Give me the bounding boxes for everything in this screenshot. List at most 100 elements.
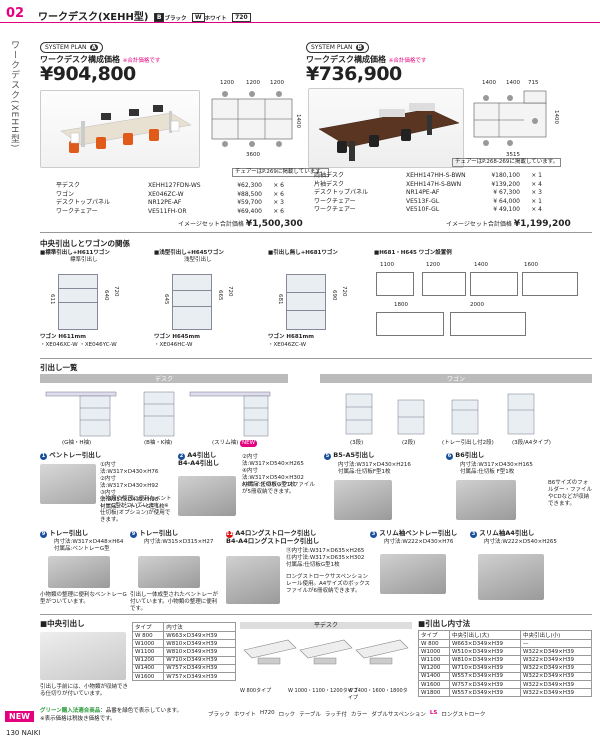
plan-a-heading: ワークデスク構成価格 ※合計価格です: [40, 55, 161, 64]
plan-a-chair-note: チェアーはP.269に掲載しています。: [232, 168, 329, 177]
plan-b-floor-plan: 1400 1400 715 1400 3515: [470, 80, 570, 162]
page-title-text: ワークデスク(XEHH型): [38, 12, 149, 23]
legend-item: ブラック: [208, 712, 231, 718]
plan-a-price: ¥904,800: [40, 63, 136, 85]
header-rule: [0, 22, 600, 23]
plan-b-chair-note: チェアーはP.268-269に掲載しています。: [452, 158, 562, 167]
type-label: (2段): [402, 440, 416, 446]
type-label: (スリム袖): [212, 440, 239, 446]
desk-band: デスク: [40, 374, 288, 383]
plan-b-heading: ワークデスク構成価格 ※合計価格です: [306, 55, 427, 64]
legend-item: ダブルサスペンション: [371, 712, 426, 718]
inner-dim-title: ■引出し内寸法: [418, 619, 471, 628]
drawers-title: 引出し一覧: [40, 363, 78, 372]
tag-black: B: [153, 12, 165, 22]
page-number: 02: [6, 6, 25, 21]
center-drawer-caption: 引出し手前には、小物類が収納できる仕切りが付いています。: [40, 684, 129, 697]
legend-item: LS: [429, 710, 438, 716]
legend-icons: ブラック ホワイト H720 ロック テーブル ラッチ付 カラー ダブルサスペン…: [208, 710, 485, 718]
legend-green: グリーン購入法適合商品：品番を緑色で表示しています。: [40, 708, 183, 714]
type-label: (トレー引出し付2段): [442, 440, 494, 446]
center-drawer-title: ■中央引出し: [40, 619, 85, 628]
legend-item: ロック: [278, 712, 296, 718]
legend-item: H720: [260, 710, 275, 716]
legend-item: テーブル: [299, 712, 321, 718]
wagon-drawer-diagrams: [345, 393, 535, 435]
legend-item: カラー: [350, 712, 368, 718]
part-card: 3 スリム袖A4引出し 内寸法:W222×D540×H265: [470, 530, 594, 610]
legend-item: ロングストローク: [441, 712, 486, 718]
relation-col-2: ■浅型引出し+H645ワゴン 浅型引出し 645 665 720 ワゴン H64…: [154, 250, 233, 348]
wagon-band: ワゴン: [320, 374, 592, 383]
plan-a-total: イメージセット合計価格 ¥1,500,300: [178, 219, 303, 229]
part-card: 9 トレー引出し 内寸法:W317×D448×H64 付属品:ベントレーG型 小…: [40, 529, 127, 605]
plan-b-price: ¥736,900: [306, 63, 402, 85]
divider: [40, 614, 592, 615]
type-label: (3段): [350, 440, 364, 446]
relation-col-3: ■引出し無し+H681ワゴン 681 690 720 ワゴン H681mm ・X…: [268, 250, 347, 348]
flat-desk-diagrams: 平デスク W 800タイプ W 1000・1100・1200タイプ W 1400…: [240, 622, 412, 702]
part-card: 1 ベントレー引出し ①内寸法:W317×D430×H76 ②内寸法:W317×…: [40, 451, 172, 523]
tag-720: 720: [232, 12, 251, 22]
legend-item: ホワイト: [234, 712, 257, 718]
tag-white-label: ホワイト: [204, 16, 227, 22]
part-card: 2 A4引出し B4-A4引出し ②内寸法:W317×D540×H265 ④内寸…: [178, 452, 318, 530]
side-title: ワークデスク(XEHH型): [9, 40, 19, 149]
plan-a-floor-plan: 1200 1200 1200 1400 3600: [206, 80, 302, 162]
divider: [40, 358, 592, 359]
part-card: 6 B6引出し 内寸法:W317×D430×H165 付属品:仕切板 F型1枚 …: [446, 452, 594, 532]
plan-b-total: イメージセット合計価格 ¥1,199,200: [446, 219, 571, 229]
legend-item: ラッチ付: [324, 712, 347, 718]
tag-black-label: ブラック: [164, 16, 187, 22]
plan-a-photo: [40, 90, 200, 168]
plan-b-photo: [308, 88, 464, 168]
relation-title: 中央引出しとワゴンの関係: [40, 239, 130, 248]
divider: [40, 232, 592, 233]
new-badge: NEW: [5, 711, 34, 722]
legend-note: ※表示価格は税抜き価格です。: [40, 716, 116, 722]
center-drawer-photo: [40, 632, 126, 680]
type-label: (B袖・K袖): [144, 440, 173, 446]
new-badge: NEW: [240, 440, 258, 447]
footer: 130 NAIKI: [6, 729, 41, 737]
part-card: 3 スリム袖ベントレー引出し 内寸法:W222×D430×H76: [370, 530, 470, 610]
part-card: 11 A4ロングストローク引出し B4-A4ロングストローク引出し ⑪内寸法:W…: [226, 530, 372, 610]
relation-col-1: ■標準引出し+H611ワゴン 標準引出し 611 640 720 ワゴン H61…: [40, 250, 119, 348]
part-card: 9 トレー引出し 内寸法:W315×D315×H27 引出し一体成型されたベント…: [130, 529, 219, 612]
tag-white: W: [191, 12, 205, 22]
part-card: 5 B5-A5引出し 内寸法:W317×D430×H216 付属品:仕切板F型1…: [324, 452, 444, 530]
wagon-layout-examples: ■H681・H645 ワゴン設置例 1100 1200 1400 1600 18…: [374, 250, 592, 350]
type-label: (3段/A4タイプ): [512, 440, 551, 446]
desk-drawer-diagrams: [45, 391, 271, 437]
type-label: (G袖・H袖): [62, 440, 92, 446]
